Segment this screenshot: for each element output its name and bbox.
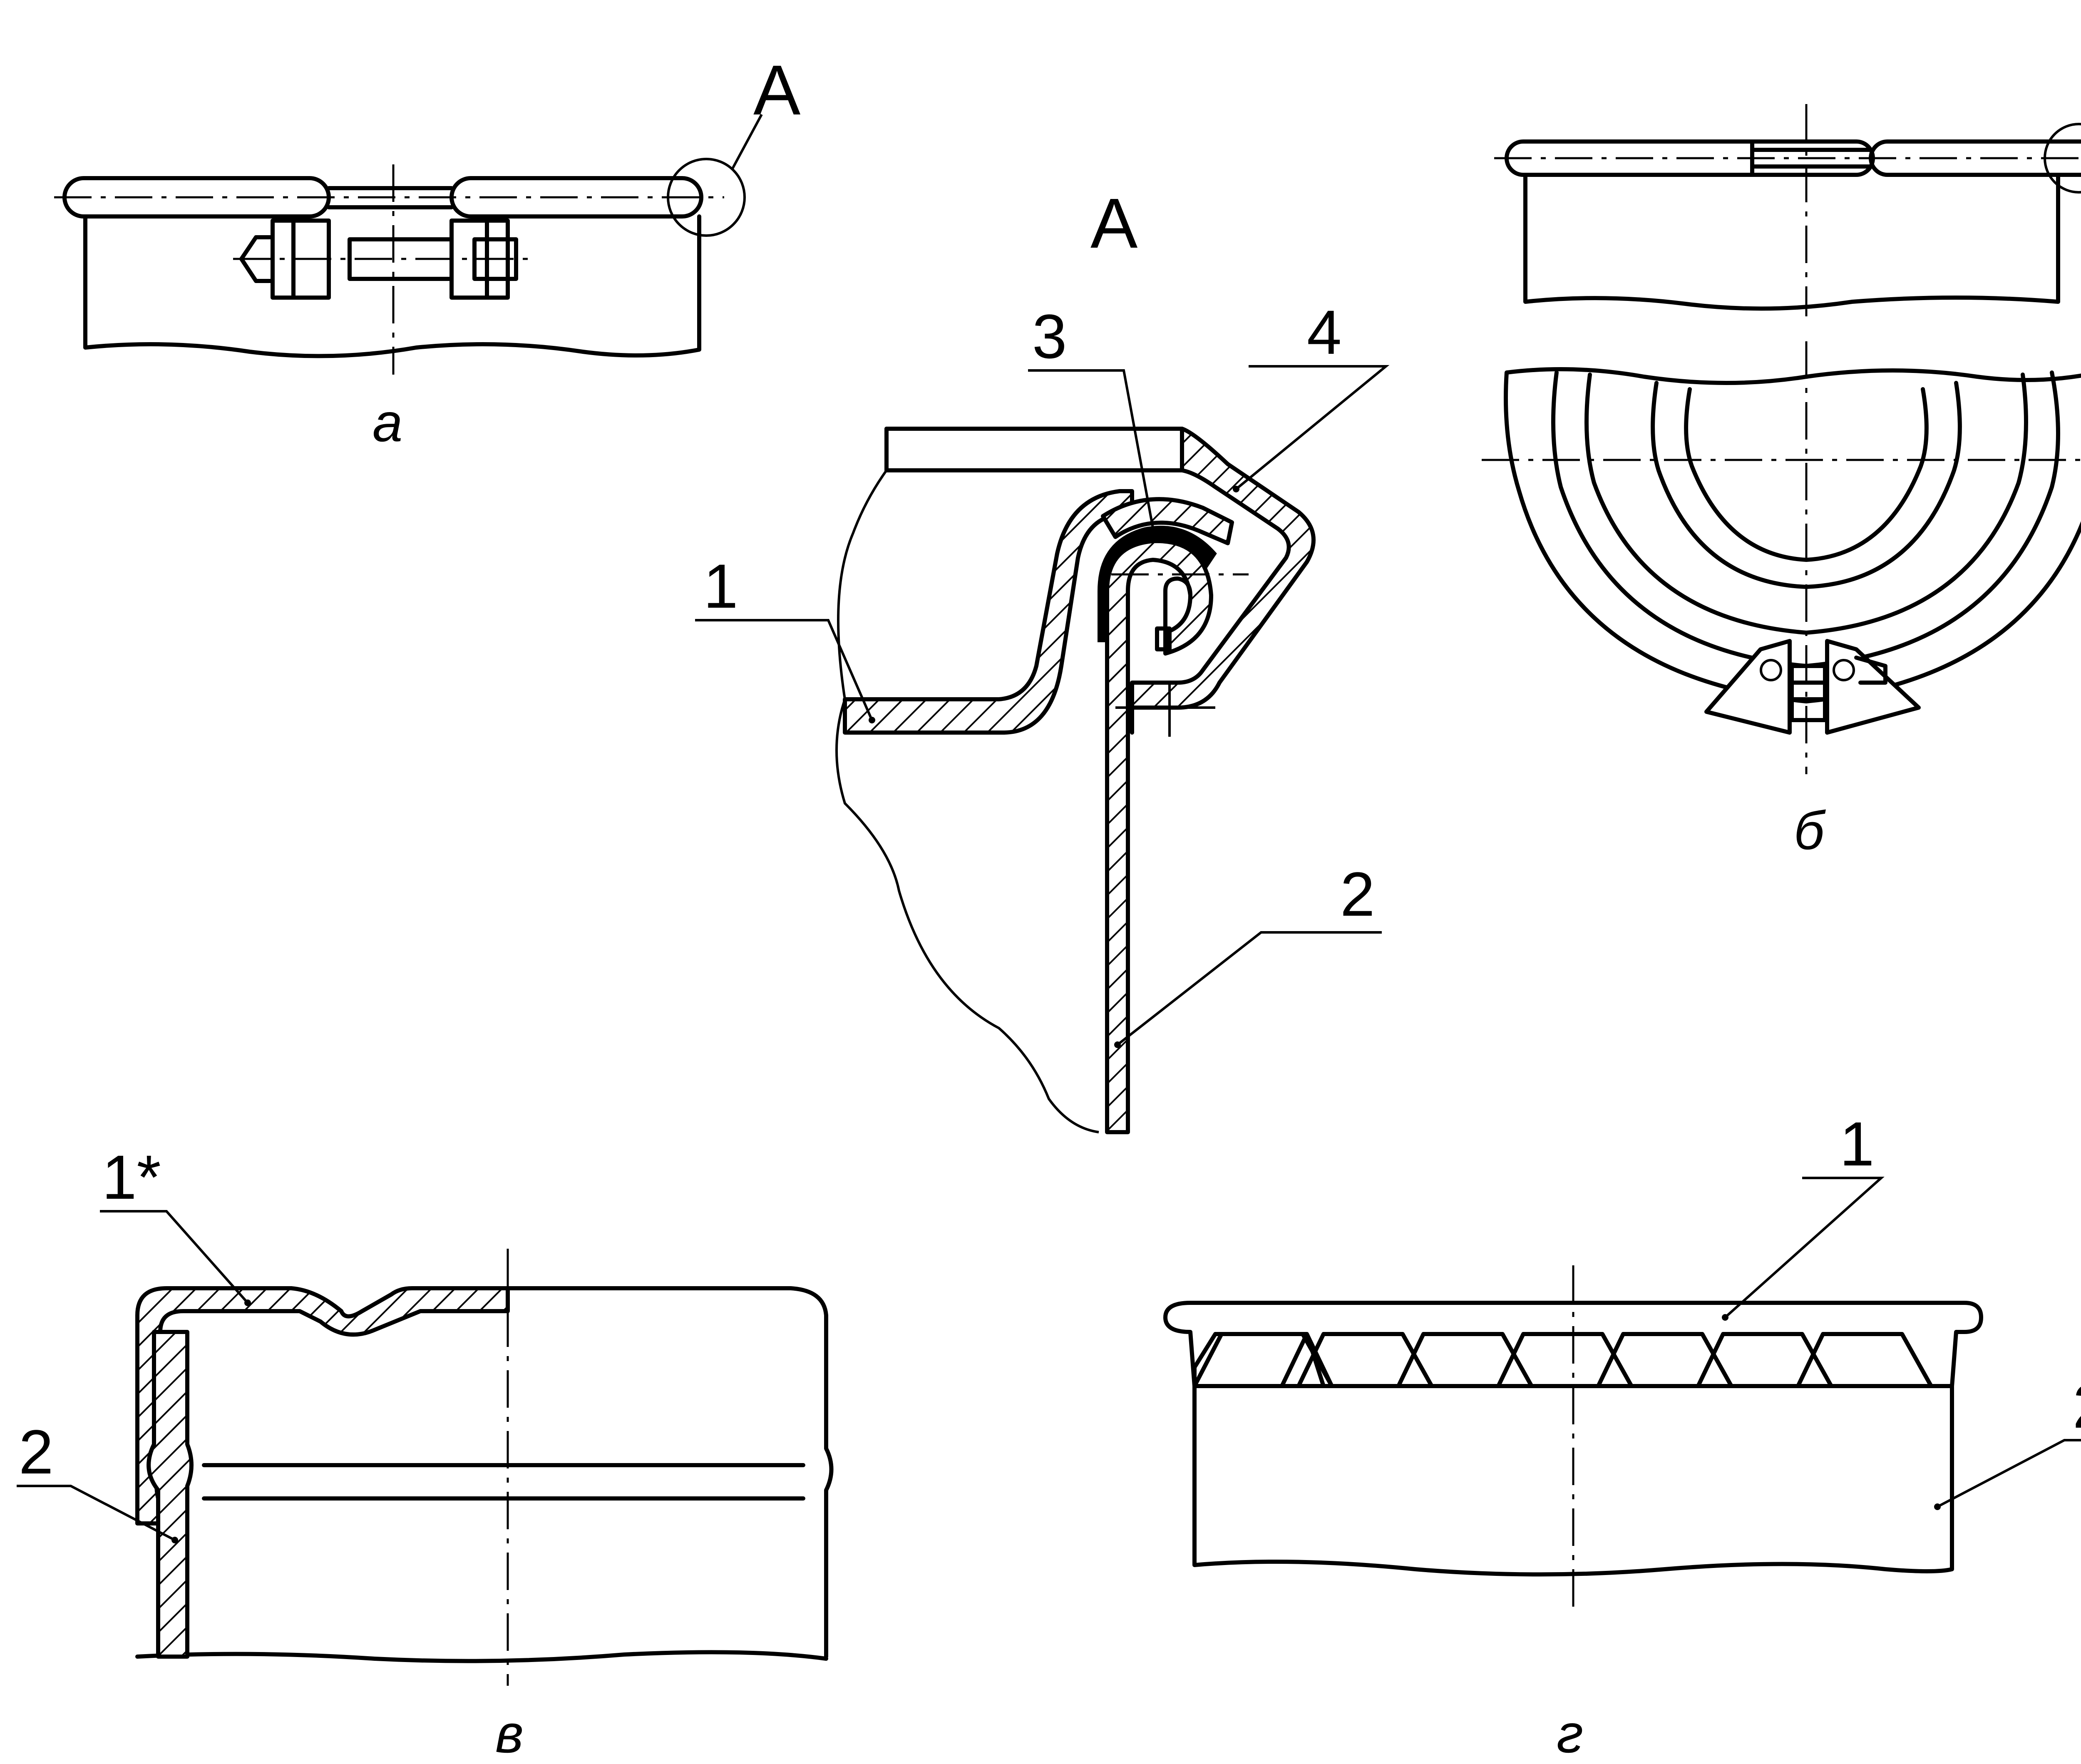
detail-a: A 1 3 4 2 — [695, 184, 1390, 1134]
detail-a-label-3: 3 — [1032, 301, 1067, 371]
detail-a-label-4: 4 — [1307, 297, 1341, 367]
view-v-label-1star: 1* — [102, 1142, 161, 1212]
view-b-caption: б — [1794, 800, 1826, 861]
detail-a-label-2: 2 — [1340, 859, 1375, 929]
view-g-label-2: 2 — [2073, 1371, 2081, 1441]
view-a: A а — [54, 51, 801, 453]
view-a-caption: а — [372, 392, 402, 453]
view-g: 1 2 г — [1163, 1109, 2081, 1764]
view-a-detail-label: A — [753, 51, 801, 130]
view-b: A б — [1482, 104, 2081, 861]
detail-a-label-1: 1 — [703, 551, 738, 621]
view-v-caption: в — [495, 1703, 524, 1764]
detail-a-title: A — [1090, 184, 1138, 263]
view-g-caption: г — [1557, 1703, 1583, 1764]
view-v: 1* 2 в — [17, 1142, 834, 1764]
view-v-label-2: 2 — [19, 1417, 53, 1487]
view-g-label-1: 1 — [1840, 1109, 1874, 1179]
